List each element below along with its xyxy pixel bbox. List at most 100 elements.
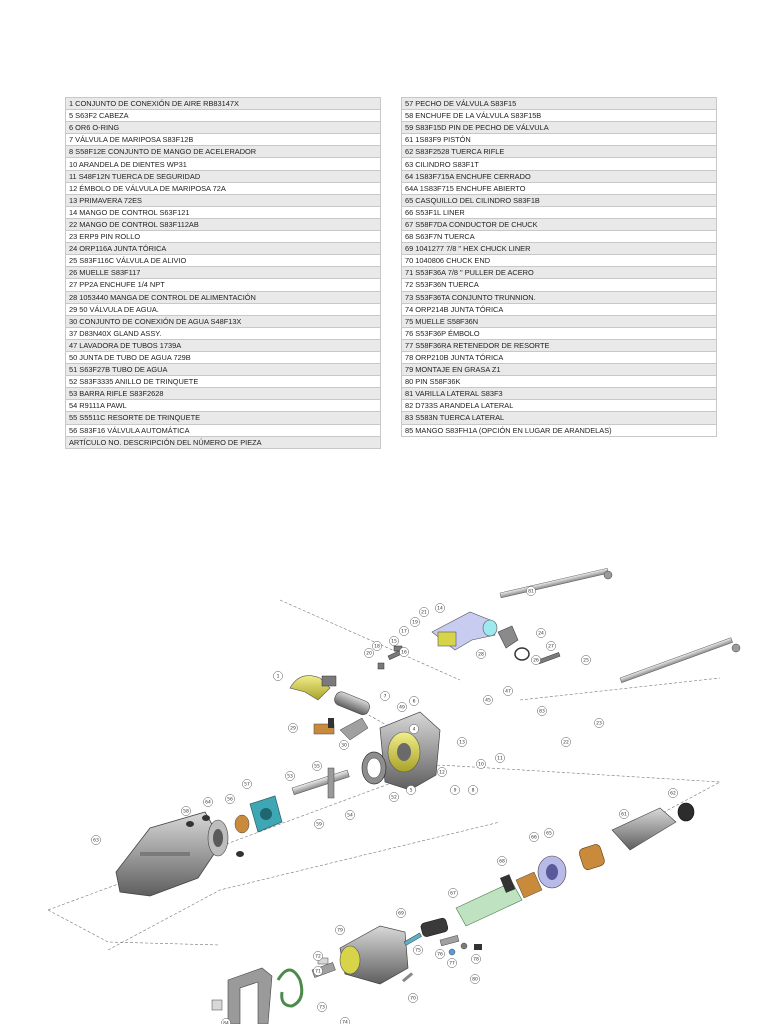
callout-bubble (447, 958, 457, 968)
callout-58: 58 (181, 806, 191, 816)
callout-bubble (409, 696, 419, 706)
part-description: 51 S63F27B TUBO DE AGUA (65, 363, 381, 377)
callout-bubble (364, 648, 374, 658)
part-description: 62 S83F2528 TUERCA RIFLE (401, 145, 717, 159)
table-row: 57 PECHO DE VÁLVULA S83F15 (401, 96, 717, 111)
callout-number: 11 (497, 756, 503, 762)
o-ring-loop (276, 968, 304, 1008)
callout-number: 78 (473, 957, 479, 963)
table-row: 71 S53F36A 7/8 " PULLER DE ACERO (401, 266, 717, 280)
part-description: 54 R9111A PAWL (65, 399, 381, 413)
callout-bubble (457, 737, 467, 747)
table-row: 25 S83F116C VÁLVULA DE ALIVIO (65, 254, 381, 268)
callout-number: 54 (347, 813, 353, 819)
callout-bubble (544, 828, 554, 838)
table-row: 8 S58F12E CONJUNTO DE MANGO DE ACELERADO… (65, 145, 381, 159)
callout-80: 80 (470, 974, 480, 984)
water-valve (313, 717, 369, 741)
callout-number: 65 (546, 831, 552, 837)
callout-bubble (389, 792, 399, 802)
callout-number: 63 (93, 838, 99, 844)
part-description: 30 CONJUNTO DE CONEXIÓN DE AGUA S48F13X (65, 314, 381, 328)
callout-9: 9 (450, 785, 460, 795)
callout-number: 59 (316, 822, 322, 828)
part-description: 65 CASQUILLO DEL CILINDRO S83F1B (401, 193, 717, 207)
callout-bubble (181, 806, 191, 816)
part-description: 13 PRIMAVERA 72ES (65, 193, 381, 207)
callout-bubble (419, 607, 429, 617)
callout-number: 30 (341, 743, 347, 749)
callout-number: 13 (459, 740, 465, 746)
part-description: 28 1053440 MANGA DE CONTROL DE ALIMENTAC… (65, 290, 381, 304)
valve-chest (234, 795, 283, 834)
callout-73: 73 (317, 1002, 327, 1012)
table-row: 29 50 VÁLVULA DE AGUA. (65, 302, 381, 316)
callout-68: 68 (497, 856, 507, 866)
rifle-bar (291, 767, 350, 799)
table-row: 77 S58F36RA RETENEDOR DE RESORTE (401, 338, 717, 352)
callout-12: 12 (437, 767, 447, 777)
callout-bubble (408, 993, 418, 1003)
part-description: 72 S53F36N TUERCA (401, 278, 717, 292)
callout-81: 81 (526, 586, 536, 596)
callout-55: 55 (312, 761, 322, 771)
control-handle (431, 611, 519, 651)
table-row: 65 CASQUILLO DEL CILINDRO S83F1B (401, 193, 717, 207)
callout-number: 49 (399, 705, 405, 711)
callout-53: 53 (285, 771, 295, 781)
callout-bubble (410, 617, 420, 627)
callout-bubble (312, 761, 322, 771)
callout-number: 64 (205, 800, 211, 806)
table-row: 69 1041277 7/8 " HEX CHUCK LINER (401, 242, 717, 256)
table-row: 73 S53F36TA CONJUNTO TRUNNION. (401, 290, 717, 304)
callout-bubble (314, 819, 324, 829)
callout-bubble (225, 794, 235, 804)
callout-11: 11 (495, 753, 505, 763)
part-description: 59 S83F15D PIN DE PECHO DE VÁLVULA (401, 121, 717, 135)
callout-number: 26 (533, 658, 539, 664)
callout-72: 72 (313, 951, 323, 961)
callout-52: 52 (389, 792, 399, 802)
table-row: 23 ERP9 PIN ROLLO (65, 230, 381, 244)
callout-19: 19 (410, 617, 420, 627)
table-row: 7 VÁLVULA DE MARIPOSA S83F12B (65, 133, 381, 147)
callout-number: 15 (391, 639, 397, 645)
callout-number: 77 (449, 961, 455, 967)
callout-bubble (242, 779, 252, 789)
part-description: 71 S53F36A 7/8 " PULLER DE ACERO (401, 266, 717, 280)
table-row: 68 S63F7N TUERCA (401, 230, 717, 244)
part-description: 12 ÉMBOLO DE VÁLVULA DE MARIPOSA 72A (65, 181, 381, 195)
callout-bubble (448, 888, 458, 898)
callout-number: 6 (413, 699, 416, 705)
callout-number: 20 (366, 651, 372, 657)
table-row: 64A 1S83F715 ENCHUFE ABIERTO (401, 181, 717, 195)
callout-number: 23 (596, 721, 602, 727)
callout-number: 79 (337, 928, 343, 934)
callout-47: 47 (503, 686, 513, 696)
table-row: 52 S83F3335 ANILLO DE TRINQUETE (65, 375, 381, 389)
part-description: 76 S53F36P ÉMBOLO (401, 326, 717, 340)
part-description: 80 PIN S58F36K (401, 375, 717, 389)
callout-number: 22 (563, 740, 569, 746)
callout-1: 1 (273, 671, 283, 681)
callout-bubble (435, 603, 445, 613)
callout-bubble (546, 641, 556, 651)
callout-number: 67 (450, 891, 456, 897)
table-row: 28 1053440 MANGA DE CONTROL DE ALIMENTAC… (65, 290, 381, 304)
callout-number: 52 (391, 795, 397, 801)
part-description: 78 ORP210B JUNTA TÓRICA (401, 350, 717, 365)
steel-puller (227, 967, 273, 1024)
nut (420, 917, 449, 937)
ratchet-ring (361, 751, 387, 785)
callout-16: 16 (399, 647, 409, 657)
part-description: 56 S83F16 VÁLVULA AUTOMÁTICA (65, 423, 381, 437)
table-row: 26 MUELLE S83F117 (65, 266, 381, 280)
callout-number: 75 (415, 948, 421, 954)
part-description: 85 MANGO S83FH1A (OPCIÓN EN LUGAR DE ARA… (401, 423, 717, 437)
part-description: 66 S53F1L LINER (401, 205, 717, 219)
callout-number: 24 (538, 631, 544, 637)
callout-bubble (339, 740, 349, 750)
callout-bubble (317, 1002, 327, 1012)
table-row: 61 1S83F9 PISTÓN (401, 133, 717, 147)
